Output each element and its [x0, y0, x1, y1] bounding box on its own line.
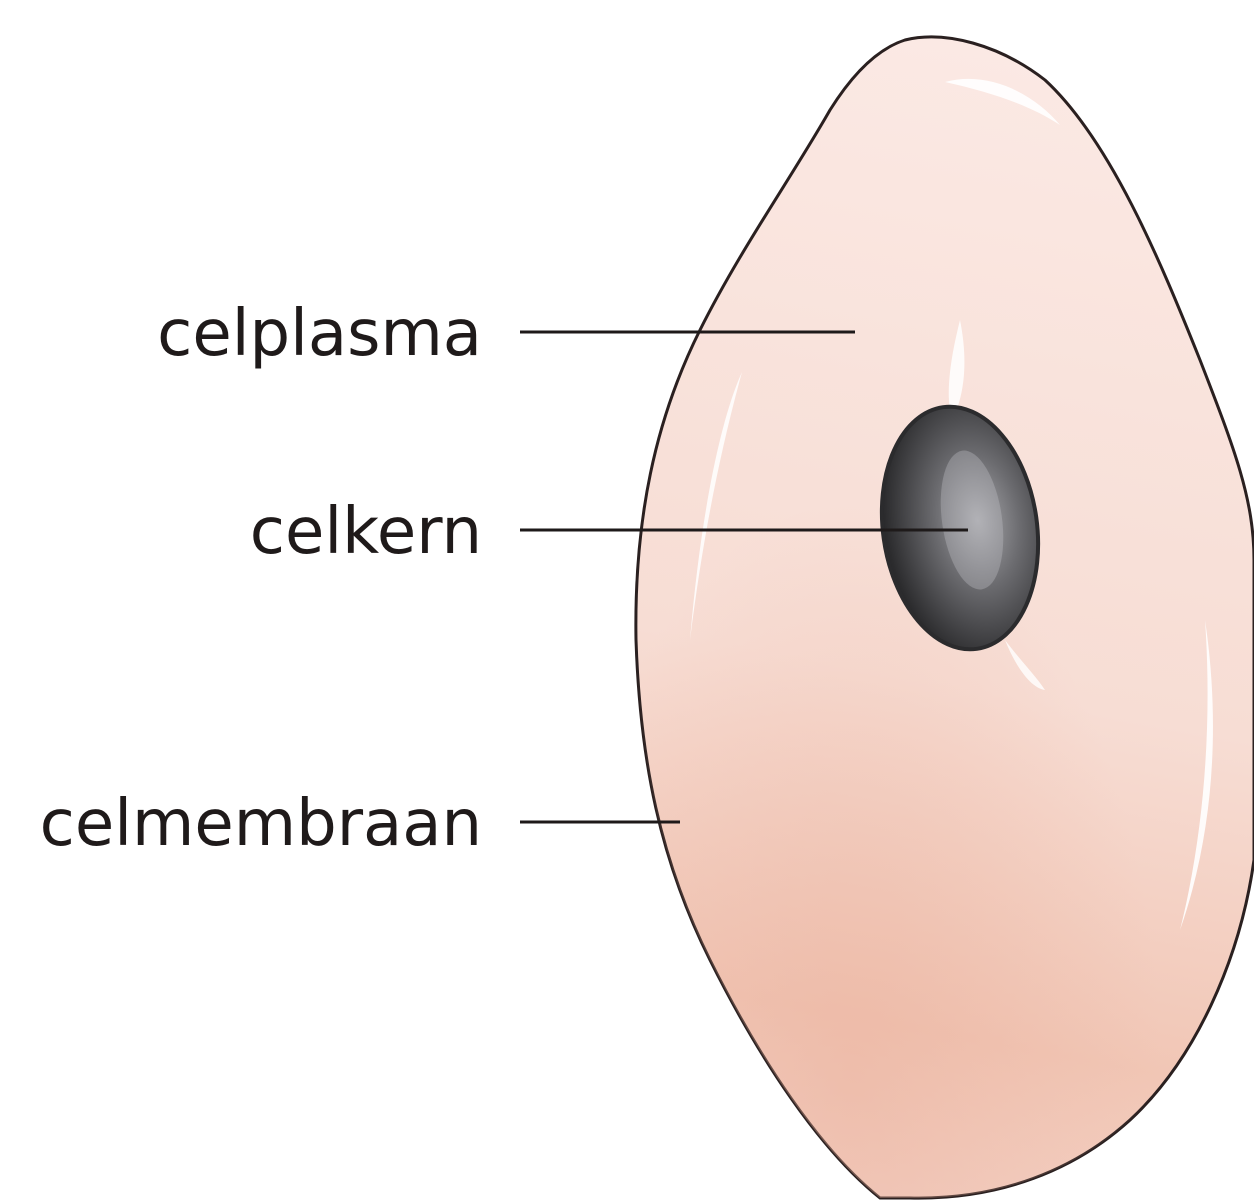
membrane-label: celmembraan	[40, 787, 482, 861]
cytoplasm-label: celplasma	[157, 297, 482, 371]
nucleus-label: celkern	[250, 495, 482, 569]
